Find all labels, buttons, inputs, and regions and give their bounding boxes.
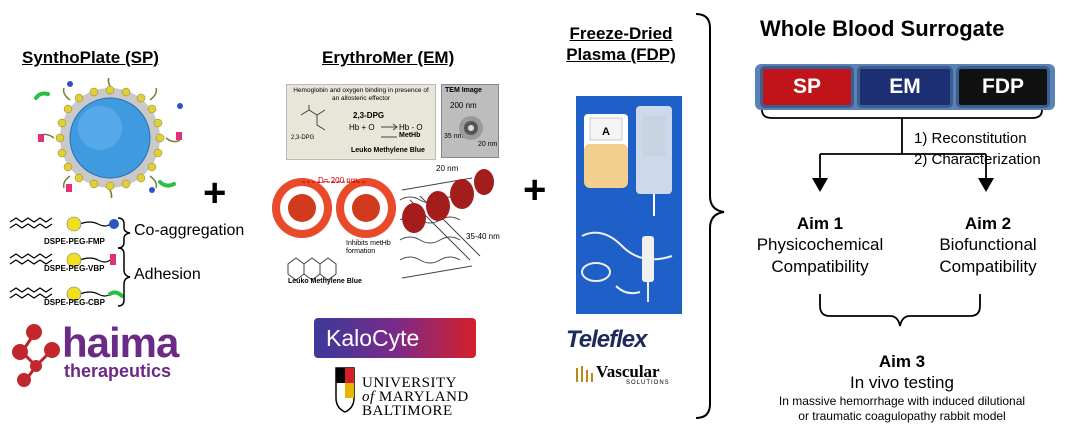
umb-line3: BALTIMORE: [362, 403, 453, 419]
kalocyte-logo: KaloCyte: [314, 318, 476, 358]
plus-sign-1: +: [203, 171, 227, 215]
process-steps: 1) Reconstitution 2) Characterization: [914, 128, 1041, 170]
tem-particle: [459, 116, 483, 140]
tem-20: 20 nm: [478, 141, 498, 148]
aim3-block: Aim 3 In vivo testing In massive hemorrh…: [734, 352, 1070, 424]
dim-3540-label: 35-40 nm: [466, 232, 500, 241]
reaction-arrows: [300, 105, 398, 138]
vascular-logo-icon: [576, 366, 593, 382]
em-bar: EM: [857, 66, 953, 108]
umb-shield-icon: [335, 367, 355, 413]
lipid-label-fmp: DSPE-PEG-FMP: [44, 237, 105, 246]
haima-logo-word: haima: [62, 319, 179, 366]
grouping-brace: [695, 13, 725, 419]
lipid-label-vbp: DSPE-PEG-VBP: [44, 264, 105, 273]
umb-of: of: [362, 389, 375, 405]
tem-label: TEM Image: [445, 87, 482, 94]
leuko-label-bottom: Leuko Methylene Blue: [288, 278, 362, 285]
coaggregation-label: Co-aggregation: [134, 222, 245, 239]
aim3-title: Aim 3: [878, 352, 926, 371]
aim2-line1: Biofunctional: [939, 235, 1037, 254]
reaction-right: Hb - O: [399, 123, 423, 132]
tem-35: 35 nm: [444, 133, 464, 140]
aim3-line3: or traumatic coagulopathy rabbit model: [798, 409, 1006, 423]
step-characterization: 2) Characterization: [914, 151, 1041, 168]
aim3-line2: In massive hemorrhage with induced dilut…: [778, 394, 1026, 408]
erythromer-illustration: [272, 169, 494, 281]
vascular-logo-word: Vascular: [596, 362, 660, 381]
step-reconstitution: 1) Reconstitution: [914, 130, 1027, 147]
aim3-line1: In vivo testing: [850, 373, 954, 392]
vascular-logo-sub: SOLUTIONS: [626, 380, 670, 386]
leuko-label-top: Leuko Methylene Blue: [351, 147, 425, 154]
aim1-line1: Physicochemical: [756, 235, 884, 254]
fdp-title: Freeze-Dried Plasma (FDP): [552, 23, 690, 65]
plasma-bag-illustration: [581, 106, 673, 302]
tem-200: 200 nm: [450, 101, 477, 110]
methb-label: MetHb: [399, 132, 421, 139]
aim2-block: Aim 2 Biofunctional Compatibility: [920, 214, 1056, 278]
fdp-bar-label: FDP: [982, 75, 1024, 98]
sp-bar: SP: [760, 66, 854, 108]
sp-brackets: [117, 217, 131, 307]
aim1-block: Aim 1 Physicochemical Compatibility: [752, 214, 888, 278]
lipid-label-cbp: DSPE-PEG-CBP: [44, 298, 105, 307]
haima-logo-sub: therapeutics: [64, 361, 172, 381]
dpg-label: 2,3-DPG: [353, 111, 385, 120]
haima-molecule-logo: [12, 324, 60, 387]
dpg-small: 2,3-DPG: [291, 135, 315, 141]
tem-image: TEM Image 200 nm 35 nm 20 nm: [441, 84, 499, 158]
synthoplate-illustration: [34, 78, 183, 198]
em-bar-label: EM: [889, 75, 921, 98]
flow-arrows: [761, 109, 1043, 192]
diameter-label: D= 200 nm: [318, 176, 358, 185]
aim1-line2: Compatibility: [771, 257, 869, 276]
em-title: ErythroMer (EM): [322, 48, 455, 67]
umb-line2: of MARYLAND: [362, 389, 469, 405]
umb-maryland: MARYLAND: [378, 389, 469, 405]
sp-bar-label: SP: [792, 75, 821, 98]
em-reaction-panel: Hemoglobin and oxygen binding in presenc…: [286, 84, 436, 160]
teleflex-logo: Teleflex: [566, 326, 647, 353]
sp-title: SynthoPlate (SP): [22, 48, 159, 67]
surrogate-title: Whole Blood Surrogate: [760, 16, 1005, 41]
fdp-photo: A: [576, 96, 682, 314]
reaction-left: Hb + O: [349, 123, 375, 132]
aim1-title: Aim 1: [796, 214, 844, 233]
aim2-title: Aim 2: [964, 214, 1012, 233]
dim-20-label: 20 nm: [436, 164, 459, 173]
bag-letter: A: [602, 126, 610, 138]
umb-line1: UNIVERSITY: [362, 375, 457, 391]
aim2-line2: Compatibility: [939, 257, 1037, 276]
inhibits-label: Inhibits metHb formation: [346, 240, 391, 255]
aims-merge-brace: [819, 294, 981, 327]
fdp-title-line1: Freeze-Dried: [569, 24, 673, 43]
fdp-title-line2: Plasma (FDP): [566, 45, 676, 64]
umb-wordmark: UNIVERSITY of MARYLAND BALTIMORE: [362, 375, 469, 419]
em-caption-top: Hemoglobin and oxygen binding in presenc…: [293, 87, 429, 102]
lipid-diagram: [9, 216, 124, 302]
adhesion-label: Adhesion: [134, 266, 201, 283]
fdp-bar: FDP: [956, 66, 1050, 108]
plus-sign-2: +: [523, 168, 547, 212]
